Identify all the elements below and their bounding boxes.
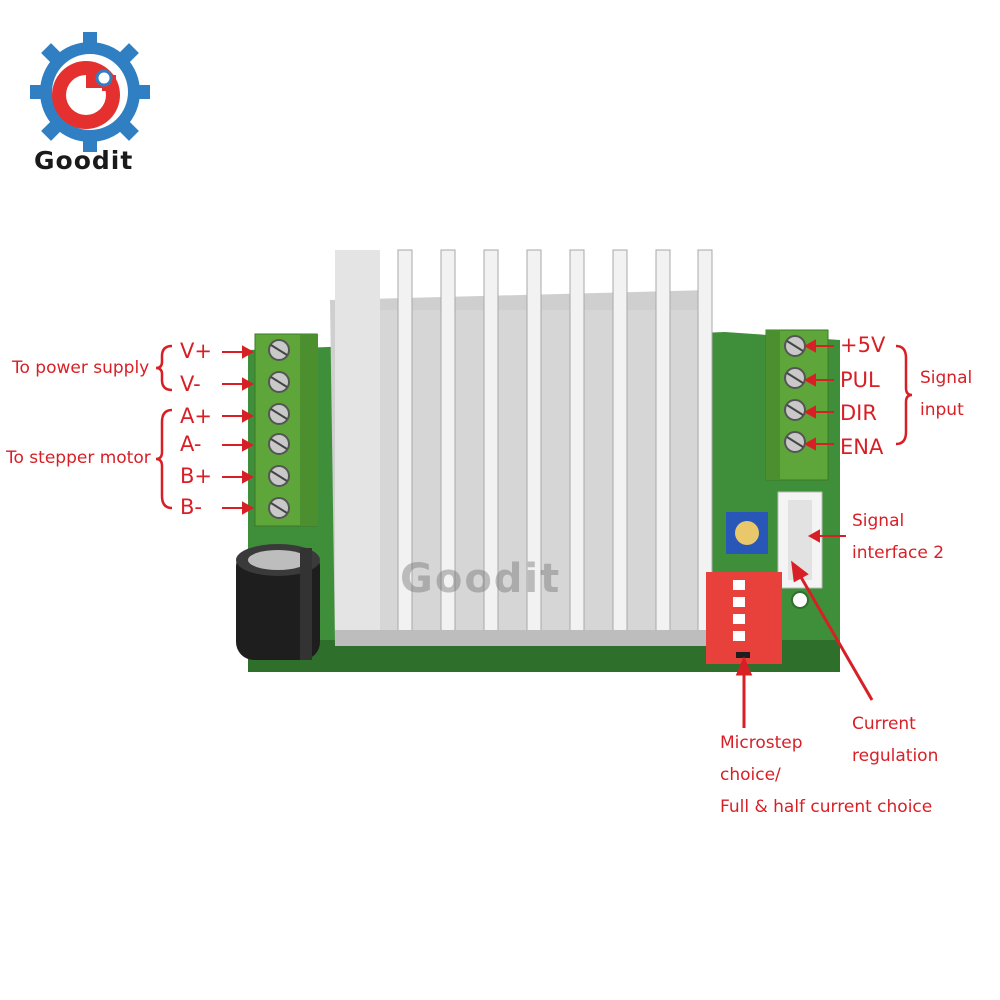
watermark-text: Goodit [400,556,562,602]
stepper-motor-label: To stepper motor [6,448,151,468]
signal-input-label-line1: Signal [920,368,973,388]
pin-label-dir: DIR [840,401,877,425]
pin-label-b-plus: B+ [180,464,213,488]
pin-label-v-plus: V+ [180,339,212,363]
current-regulation-label-line2: regulation [852,746,939,766]
right-terminal-block [765,329,829,481]
pin-label-v-minus: V- [180,372,201,396]
power-supply-label: To power supply [12,358,150,378]
current-regulation-label-line1: Current [852,714,916,734]
signal-interface-label-line1: Signal [852,511,905,531]
microstep-label-line1: Microstep [720,733,803,753]
heatsink [330,249,713,646]
pin-label-b-minus: B- [180,495,202,519]
microstep-label-line3: Full & half current choice [720,797,933,817]
pin-label-a-plus: A+ [180,404,212,428]
brand-name: Goodit [34,146,134,175]
pin-label-pul: PUL [840,368,880,392]
brand-logo-gear-icon [30,32,150,152]
signal-interface-label-line2: interface 2 [852,543,945,563]
right-brace [895,344,913,446]
right-arrows [803,339,846,543]
left-braces [155,344,173,510]
signal-input-label-line2: input [920,400,964,420]
microstep-label-line2: choice/ [720,765,781,785]
dip-switch [706,572,782,664]
left-arrows [222,345,255,515]
potentiometer [726,512,768,554]
pin-label-5v: +5V [840,333,886,357]
pin-label-ena: ENA [840,435,884,459]
pin-label-a-minus: A- [180,432,202,456]
capacitor [236,544,320,660]
left-terminal-block [254,333,318,527]
bottom-arrows [735,560,874,728]
